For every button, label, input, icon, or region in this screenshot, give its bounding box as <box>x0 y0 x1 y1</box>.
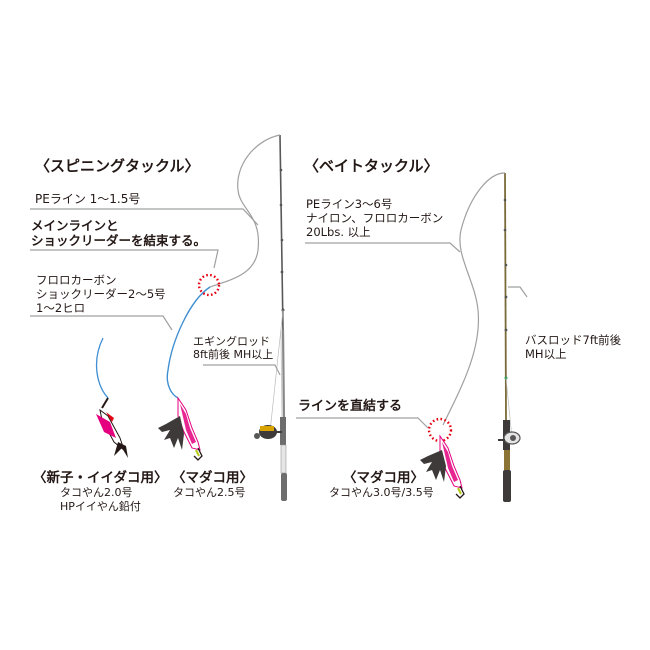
baitcast-reel-icon <box>498 431 521 445</box>
bait-rod-icon <box>498 172 521 502</box>
lure-shinko-desc: タコやん2.0号 HPイイやん鉛付 <box>60 486 141 513</box>
spinning-reel-icon <box>254 425 282 439</box>
spinning-main-line-label: PEライン 1～1.5号 <box>35 192 141 206</box>
knot-note: メインラインと ショックリーダーを結束する。 <box>31 218 207 248</box>
lure-madako-spinning-desc: タコやん2.5号 <box>173 486 246 499</box>
bait-line-label: PEライン3～6号 ナイロン、フロロカーボン 20Lbs. 以上 <box>306 197 444 239</box>
bait-tackle-title: 〈ベイトタックル〉 <box>304 157 439 175</box>
spinning-tackle-title: 〈スピニングタックル〉 <box>35 157 200 175</box>
knot-marker-spinning <box>197 273 221 297</box>
direct-tie-note: ラインを直結する <box>298 399 403 414</box>
pe-line-spinning <box>209 134 281 288</box>
lure-madako-bait-icon <box>420 434 465 499</box>
leader-label: フロロカーボン ショックリーダー2～5号 1～2ヒロ <box>36 273 166 315</box>
lure-madako-spinning-icon <box>158 396 203 461</box>
pe-line-bait <box>442 172 506 426</box>
lure-shinko-title: 〈新子・イイダコ用〉 <box>33 470 168 486</box>
bait-rod-label: バスロッド7ft前後 MH以上 <box>525 333 622 361</box>
lure-shinko-icon <box>96 397 128 458</box>
spinning-rod-icon <box>254 134 287 501</box>
lure-madako-bait-desc: タコやん3.0号/3.5号 <box>329 486 434 499</box>
lure-madako-bait-title: 〈マダコ用〉 <box>343 470 424 486</box>
lure-madako-spinning-title: 〈マダコ用〉 <box>172 470 253 486</box>
spinning-rod-label: エギングロッド 8ft前後 MH以上 <box>193 335 274 361</box>
leader-line <box>166 286 211 399</box>
